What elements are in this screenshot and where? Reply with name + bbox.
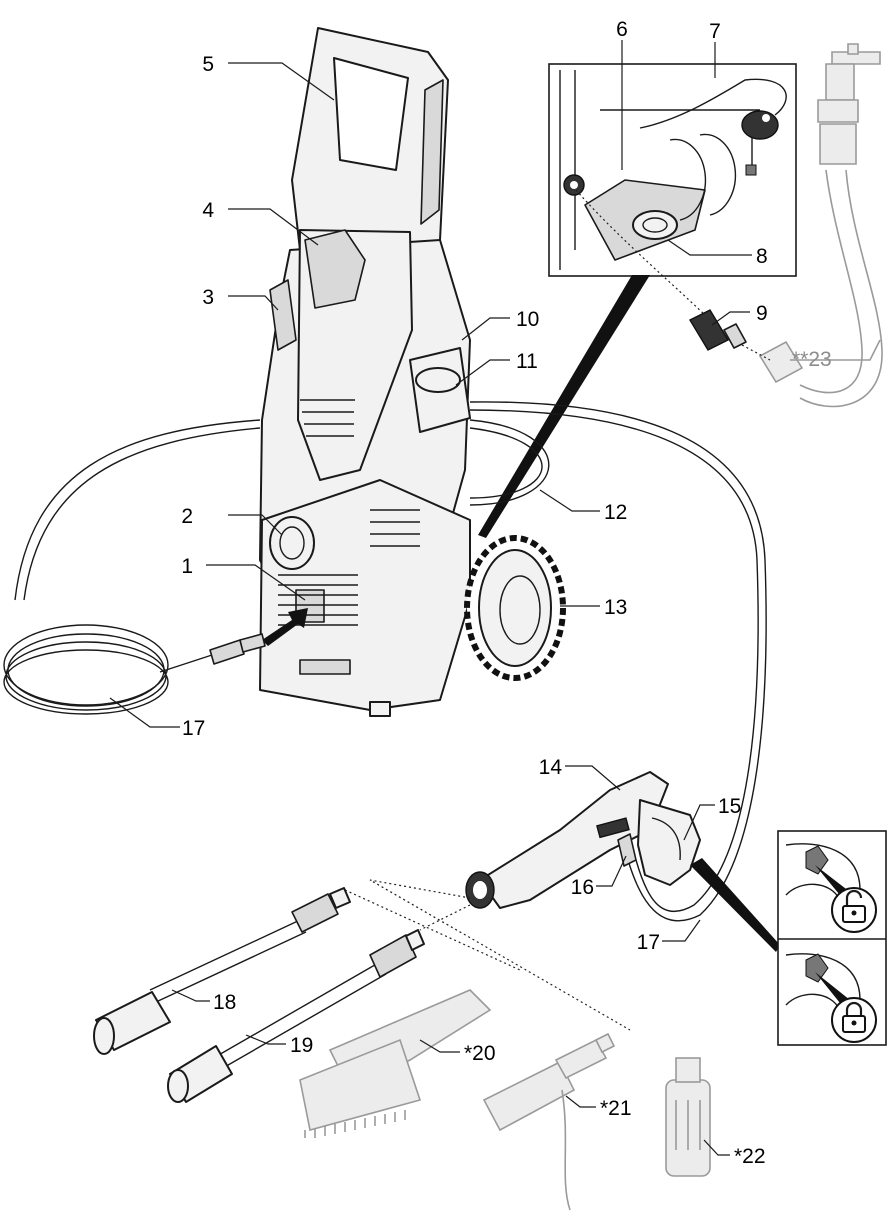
- coiled-hose: [3, 419, 266, 715]
- high-pressure-hose: [469, 401, 767, 922]
- label-11: 11: [516, 350, 538, 373]
- spray-lance-dirt-blaster: [167, 929, 425, 1103]
- label-13: 13: [604, 596, 627, 619]
- pressure-washer-body: [259, 27, 471, 717]
- trigger-gun: [465, 771, 701, 909]
- label-4: 4: [202, 199, 214, 222]
- wheel: [464, 535, 566, 681]
- label-8: 8: [756, 245, 768, 268]
- insert-arrow-icon: [262, 608, 308, 646]
- label-21: *21: [600, 1097, 632, 1120]
- leader-lines: [109, 40, 881, 1156]
- label-1: 1: [181, 555, 193, 578]
- label-20: *20: [464, 1042, 496, 1065]
- label-16: 16: [571, 876, 594, 899]
- foam-nozzle-ghost: [482, 1032, 616, 1211]
- locked-padlock-icon: [831, 997, 877, 1043]
- detail-inset-upper: [548, 63, 797, 277]
- label-15: 15: [718, 795, 741, 818]
- label-22: *22: [734, 1145, 766, 1168]
- label-19: 19: [290, 1034, 313, 1057]
- label-3: 3: [202, 286, 214, 309]
- label-17-coiled: 17: [182, 717, 205, 740]
- water-connection-coupling: [689, 309, 747, 351]
- label-10: 10: [516, 308, 539, 331]
- label-9: 9: [756, 302, 768, 325]
- callout-labels: 5 4 3 2 1 17 6 7 8 9 **23 10 11 12 13 14…: [181, 18, 831, 1168]
- unlocked-padlock-icon: [831, 887, 877, 933]
- label-5: 5: [202, 53, 214, 76]
- label-18: 18: [213, 991, 236, 1014]
- label-23: **23: [792, 348, 832, 371]
- wash-brush-ghost: [299, 989, 492, 1138]
- detergent-bottle-ghost: [665, 1057, 711, 1177]
- label-7: 7: [709, 20, 721, 43]
- label-12: 12: [604, 501, 627, 524]
- label-2: 2: [181, 505, 193, 528]
- label-14: 14: [539, 756, 563, 779]
- spray-lance-vario: [93, 887, 351, 1055]
- label-6: 6: [616, 18, 628, 41]
- tap-and-hose-ghost: [758, 43, 883, 408]
- label-17-gun: 17: [637, 931, 660, 954]
